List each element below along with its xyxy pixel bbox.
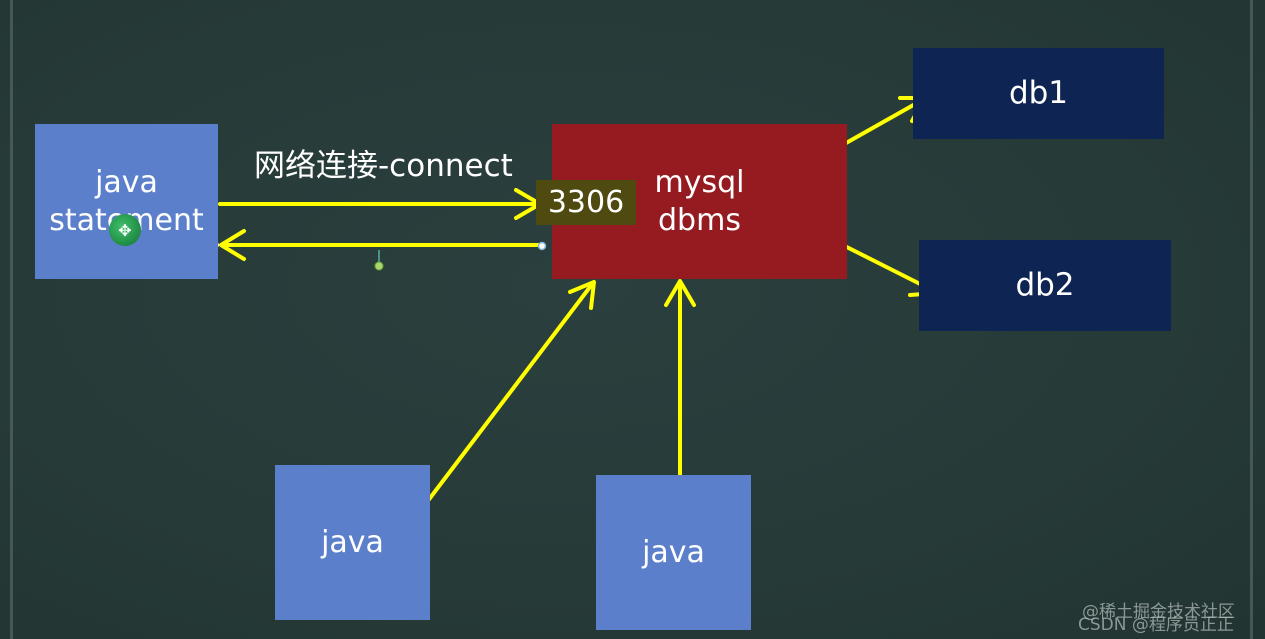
java-client-right-label: java (642, 534, 705, 570)
right-border-line (1250, 0, 1253, 639)
db1-label: db1 (1008, 75, 1069, 112)
java-statement-line1: java (95, 165, 158, 200)
watermark-line2: CSDN @程序员正正 (1078, 615, 1234, 635)
java-statement-box: java statement (35, 124, 218, 279)
mysql-line2: dbms (658, 202, 741, 238)
db2-box: db2 (919, 240, 1171, 331)
mysql-line1: mysql (654, 165, 745, 200)
watermark-line1: @稀土掘金技术社区 (1082, 602, 1235, 622)
db1-box: db1 (913, 48, 1164, 139)
java-client-left-box: java (275, 465, 430, 620)
left-border-line (10, 0, 13, 639)
java-client-left-label: java (321, 524, 384, 560)
move-cursor-icon: ✥ (109, 214, 141, 246)
java-client-right-box: java (596, 475, 751, 630)
db2-label: db2 (1015, 267, 1075, 304)
port-label: 3306 (536, 180, 636, 225)
connection-label: 网络连接-connect (254, 148, 513, 184)
